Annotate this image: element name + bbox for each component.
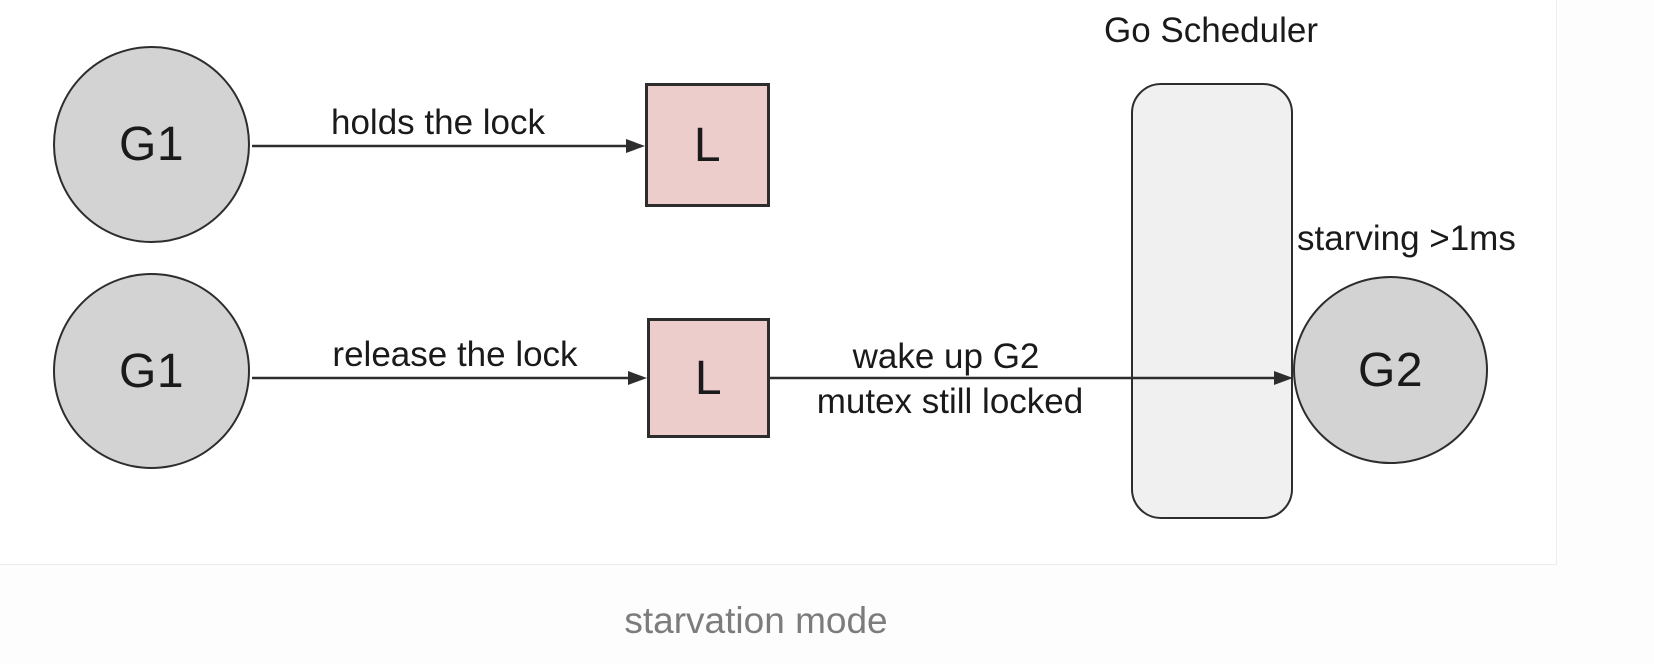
node-lock-bottom: L bbox=[647, 318, 770, 438]
node-g1-bottom: G1 bbox=[53, 273, 250, 469]
node-g1-top: G1 bbox=[53, 46, 250, 243]
node-g2: G2 bbox=[1293, 276, 1488, 464]
edge-label-release-the-lock: release the lock bbox=[332, 335, 578, 374]
go-scheduler-box bbox=[1131, 83, 1293, 519]
edge-label-mutex-still-locked: mutex still locked bbox=[816, 382, 1084, 421]
node-lock-top-label: L bbox=[693, 118, 722, 172]
node-g1-top-label: G1 bbox=[118, 118, 185, 171]
edge-label-holds-the-lock: holds the lock bbox=[330, 103, 546, 142]
go-scheduler-title: Go Scheduler bbox=[1103, 11, 1319, 50]
figure-caption: starvation mode bbox=[624, 600, 888, 641]
annotation-starving: starving >1ms bbox=[1297, 219, 1516, 258]
node-g1-bottom-label: G1 bbox=[118, 344, 185, 398]
node-lock-top: L bbox=[645, 83, 770, 207]
node-g2-label: G2 bbox=[1357, 343, 1424, 397]
edge-label-wake-up-g2: wake up G2 bbox=[852, 337, 1040, 376]
node-lock-bottom-label: L bbox=[694, 351, 723, 405]
figure-background bbox=[0, 0, 1557, 565]
